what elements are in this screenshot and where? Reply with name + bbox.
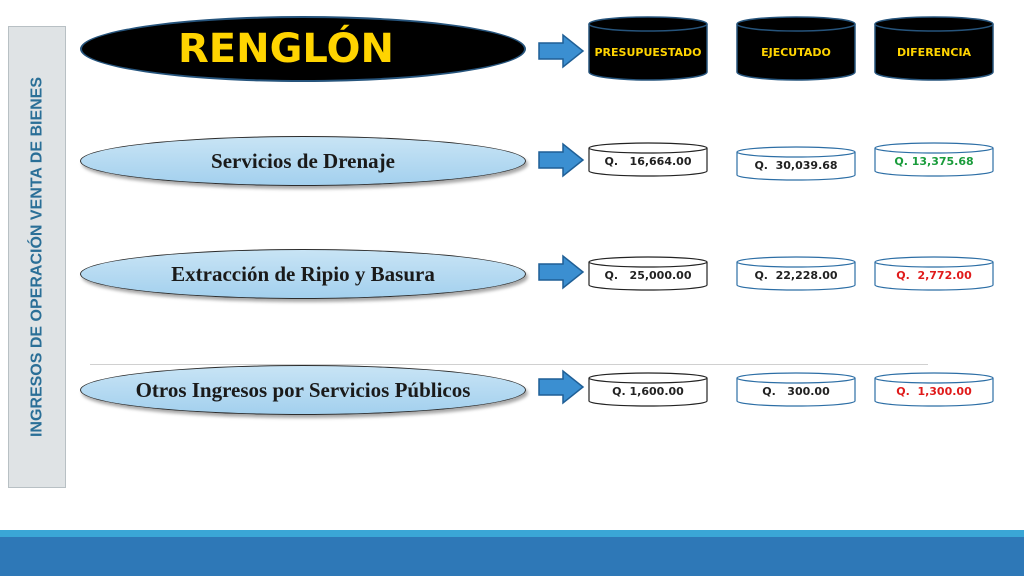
value-diferencia: Q. 2,772.00 xyxy=(874,256,994,292)
value-text: Q. 1,300.00 xyxy=(896,385,972,398)
side-label: INGRESOS DE OPERACIÓN VENTA DE BIENES xyxy=(28,76,46,438)
row-label: Extracción de Ripio y Basura xyxy=(171,261,435,286)
value-text: Q. 22,228.00 xyxy=(754,269,838,282)
value-presupuestado: Q. 16,664.00 xyxy=(588,142,708,178)
value-text: Q. 30,039.68 xyxy=(754,159,838,172)
value-ejecutado: Q. 30,039.68 xyxy=(736,146,856,182)
arrow-right-icon xyxy=(538,33,585,69)
value-ejecutado: Q. 22,228.00 xyxy=(736,256,856,292)
row-label: Servicios de Drenaje xyxy=(211,148,395,173)
divider xyxy=(90,364,928,365)
value-text: Q. 13,375.68 xyxy=(894,155,974,168)
value-text: Q. 1,600.00 xyxy=(612,385,684,398)
value-ejecutado: Q. 300.00 xyxy=(736,372,856,408)
row-label-pill: Otros Ingresos por Servicios Públicos xyxy=(80,365,526,415)
value-text: Q. 25,000.00 xyxy=(604,269,692,282)
row-label-pill: Extracción de Ripio y Basura xyxy=(80,249,526,299)
footer-bar xyxy=(0,537,1024,576)
header-ejecutado: EJECUTADO xyxy=(736,16,856,82)
row-label-pill: Servicios de Drenaje xyxy=(80,136,526,186)
arrow-right-icon xyxy=(538,369,585,405)
row-label: Otros Ingresos por Servicios Públicos xyxy=(135,377,471,402)
header-label: PRESUPUESTADO xyxy=(594,46,702,59)
footer-accent xyxy=(0,530,1024,537)
title-banner: RENGLÓN xyxy=(80,16,526,82)
header-diferencia: DIFERENCIA xyxy=(874,16,994,82)
side-panel xyxy=(8,26,66,488)
value-text: Q. 16,664.00 xyxy=(604,155,692,168)
title-text: RENGLÓN xyxy=(178,26,394,72)
value-presupuestado: Q. 1,600.00 xyxy=(588,372,708,408)
arrow-right-icon xyxy=(538,254,585,290)
value-presupuestado: Q. 25,000.00 xyxy=(588,256,708,292)
value-diferencia: Q. 1,300.00 xyxy=(874,372,994,408)
header-label: DIFERENCIA xyxy=(896,46,972,59)
value-diferencia: Q. 13,375.68 xyxy=(874,142,994,178)
value-text: Q. 2,772.00 xyxy=(896,269,972,282)
header-presupuestado: PRESUPUESTADO xyxy=(588,16,708,82)
header-label: EJECUTADO xyxy=(761,46,831,59)
value-text: Q. 300.00 xyxy=(762,385,830,398)
arrow-right-icon xyxy=(538,142,585,178)
